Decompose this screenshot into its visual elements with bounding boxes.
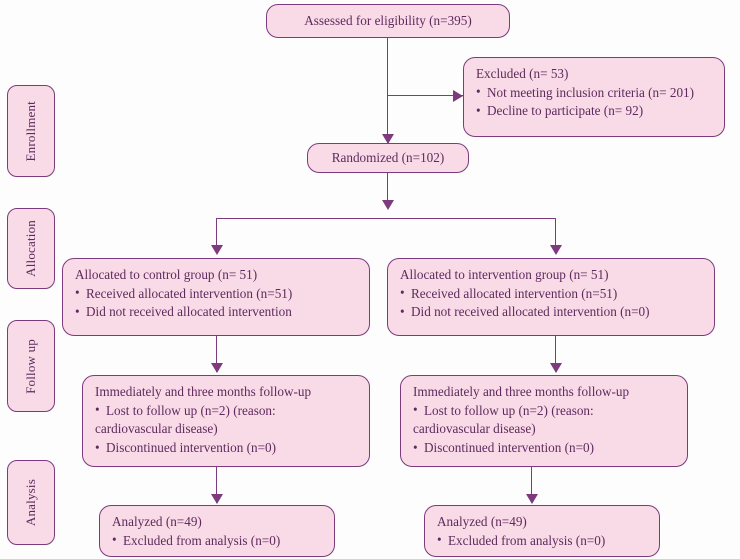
list-item: Excluded from analysis (n=0) — [112, 531, 323, 551]
connector-split-to-control — [216, 218, 218, 251]
list-item: Not meeting inclusion criteria (n= 201) — [476, 83, 713, 103]
node-excluded: Excluded (n= 53) Not meeting inclusion c… — [463, 57, 725, 137]
list-item-continuation: cardiovascular disease) — [413, 421, 536, 437]
node-allocated-intervention-title: Allocated to intervention group (n= 51) — [400, 267, 609, 282]
node-analyzed-intervention-title: Analyzed (n=49) — [437, 514, 527, 529]
arrowhead-followup-intervention-to-analyzed — [526, 494, 538, 504]
stage-label-follow-up-text: Follow up — [23, 338, 38, 394]
list-item: Discontinued intervention (n=0) — [413, 439, 676, 458]
node-allocated-control-title: Allocated to control group (n= 51) — [75, 267, 258, 282]
list-item: Lost to follow up (n=2) (reason: — [413, 401, 676, 421]
stage-label-allocation-text: Allocation — [23, 220, 38, 277]
list-item: Lost to follow up (n=2) (reason: — [95, 401, 358, 421]
node-randomized-title: Randomized (n=102) — [331, 149, 445, 165]
node-allocated-intervention-list: Received allocated intervention (n=51) D… — [400, 284, 703, 322]
node-excluded-title: Excluded (n= 53) — [476, 66, 569, 81]
stage-label-follow-up: Follow up — [7, 320, 55, 412]
node-analyzed-intervention-list: Excluded from analysis (n=0) — [437, 531, 648, 551]
node-followup-intervention-list: Lost to follow up (n=2) (reason: cardiov… — [413, 401, 676, 458]
connector-assessed-to-randomized — [387, 38, 389, 143]
node-randomized: Randomized (n=102) — [307, 143, 469, 173]
node-allocated-control-list: Received allocated intervention (n=51) D… — [75, 284, 358, 322]
node-analyzed-intervention: Analyzed (n=49) Excluded from analysis (… — [424, 505, 660, 557]
node-assessed-for-eligibility: Assessed for eligibility (n=395) — [266, 4, 510, 38]
connector-allocation-split-bar — [216, 218, 556, 220]
connector-split-to-intervention — [555, 218, 557, 251]
stage-label-enrollment-text: Enrollment — [23, 100, 38, 162]
connector-control-to-followup — [216, 336, 218, 372]
list-item: Excluded from analysis (n=0) — [437, 531, 648, 551]
node-analyzed-control-list: Excluded from analysis (n=0) — [112, 531, 323, 551]
connector-randomized-down — [387, 173, 389, 207]
node-followup-control-title: Immediately and three months follow-up — [95, 384, 312, 399]
connector-followup-intervention-to-analyzed — [531, 467, 533, 503]
node-analyzed-control-title: Analyzed (n=49) — [112, 514, 202, 529]
node-followup-intervention-title: Immediately and three months follow-up — [413, 384, 630, 399]
node-followup-control-list: Lost to follow up (n=2) (reason: cardiov… — [95, 401, 358, 458]
node-followup-intervention: Immediately and three months follow-up L… — [400, 375, 688, 467]
list-item: Received allocated intervention (n=51) — [75, 284, 358, 304]
stage-label-enrollment: Enrollment — [7, 85, 55, 177]
connector-intervention-to-followup — [555, 336, 557, 372]
connector-to-excluded — [387, 95, 463, 97]
arrowhead-to-excluded — [453, 90, 463, 102]
list-item-continuation: cardiovascular disease) — [95, 421, 218, 437]
arrowhead-split-to-control — [211, 245, 223, 255]
node-assessed-title: Assessed for eligibility (n=395) — [304, 12, 472, 28]
arrowhead-split-to-intervention — [550, 245, 562, 255]
stage-label-analysis: Analysis — [7, 460, 55, 545]
stage-label-allocation: Allocation — [7, 208, 55, 289]
list-item: Decline to participate (n= 92) — [476, 102, 713, 121]
list-item: Did not received allocated intervention — [75, 303, 358, 322]
connector-followup-control-to-analyzed — [216, 467, 218, 503]
arrowhead-assessed-to-randomized — [382, 134, 394, 144]
node-analyzed-control: Analyzed (n=49) Excluded from analysis (… — [99, 505, 335, 557]
node-allocated-intervention: Allocated to intervention group (n= 51) … — [387, 258, 715, 336]
arrowhead-intervention-to-followup — [550, 363, 562, 373]
node-allocated-control: Allocated to control group (n= 51) Recei… — [62, 258, 370, 336]
list-item: Discontinued intervention (n=0) — [95, 439, 358, 458]
node-followup-control: Immediately and three months follow-up L… — [82, 375, 370, 467]
stage-label-analysis-text: Analysis — [23, 478, 38, 527]
arrowhead-control-to-followup — [211, 363, 223, 373]
list-item: Did not received allocated intervention … — [400, 303, 703, 322]
arrowhead-followup-control-to-analyzed — [211, 494, 223, 504]
node-excluded-list: Not meeting inclusion criteria (n= 201) … — [476, 83, 713, 121]
arrowhead-randomized-split — [382, 200, 394, 210]
list-item: Received allocated intervention (n=51) — [400, 284, 703, 304]
